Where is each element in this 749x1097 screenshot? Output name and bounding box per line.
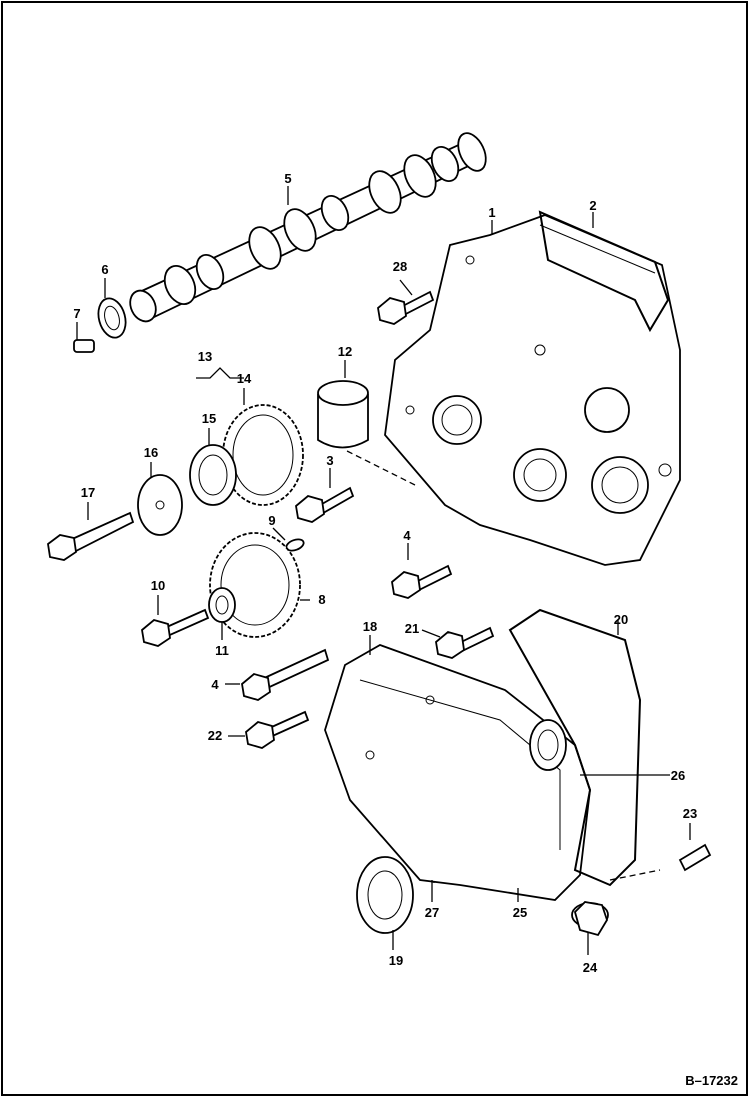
callout-1: 1 [488,205,495,220]
callout-4-lower: 4 [211,677,219,692]
bolt-22 [245,710,310,749]
bolt-3 [295,486,355,523]
idler-bushing [189,444,237,506]
camshaft [129,132,487,323]
callout-10: 10 [151,578,165,593]
callout-5: 5 [284,171,291,186]
callout-15: 15 [202,411,216,426]
callout-16: 16 [144,445,158,460]
camshaft-seal-ring [97,297,127,339]
callout-13: 13 [198,349,212,364]
bolt-4-upper [391,564,453,599]
callout-9: 9 [268,513,275,528]
bolt-28 [377,290,435,325]
callout-17: 17 [81,485,95,500]
callout-22: 22 [208,728,222,743]
callout-8: 8 [318,592,325,607]
front-cover-gasket [508,608,642,887]
timing-case-gasket [538,210,670,333]
flange-nut [571,901,609,937]
callout-25: 25 [513,905,527,920]
bolt-4-lower [241,648,330,701]
callout-27: 27 [425,905,439,920]
callout-12: 12 [338,344,352,359]
callout-20: 20 [614,612,628,627]
callout-4-upper: 4 [403,528,411,543]
front-oil-seal [529,719,567,771]
callout-21: 21 [405,621,419,636]
gear-washer [208,587,236,623]
bolt-21 [435,626,495,659]
callout-2: 2 [589,198,596,213]
dowel-pin [73,339,95,353]
front-cover [324,644,591,901]
callout-14: 14 [237,371,252,386]
callout-6: 6 [101,262,108,277]
thrust-washer [137,474,183,536]
callout-7: 7 [73,306,80,321]
bolt-10 [141,608,210,647]
callout-19: 19 [389,953,403,968]
callout-26: 26 [671,768,685,783]
callout-3: 3 [326,453,333,468]
leader-lines [76,186,691,955]
callout-23: 23 [683,806,697,821]
callout-labels: 1 2 3 4 4 5 6 7 8 9 10 11 12 13 14 15 16… [73,171,697,975]
timing-case-housing [384,214,681,566]
stud [678,843,712,872]
callout-28: 28 [393,259,407,274]
idler-gear [222,404,304,506]
crankshaft-seal [356,856,414,934]
figure-number: B–17232 [685,1073,738,1088]
callout-11: 11 [215,643,229,658]
callout-18: 18 [363,619,377,634]
idler-hub [317,380,369,449]
bolt-17 [47,511,135,561]
callout-24: 24 [583,960,598,975]
